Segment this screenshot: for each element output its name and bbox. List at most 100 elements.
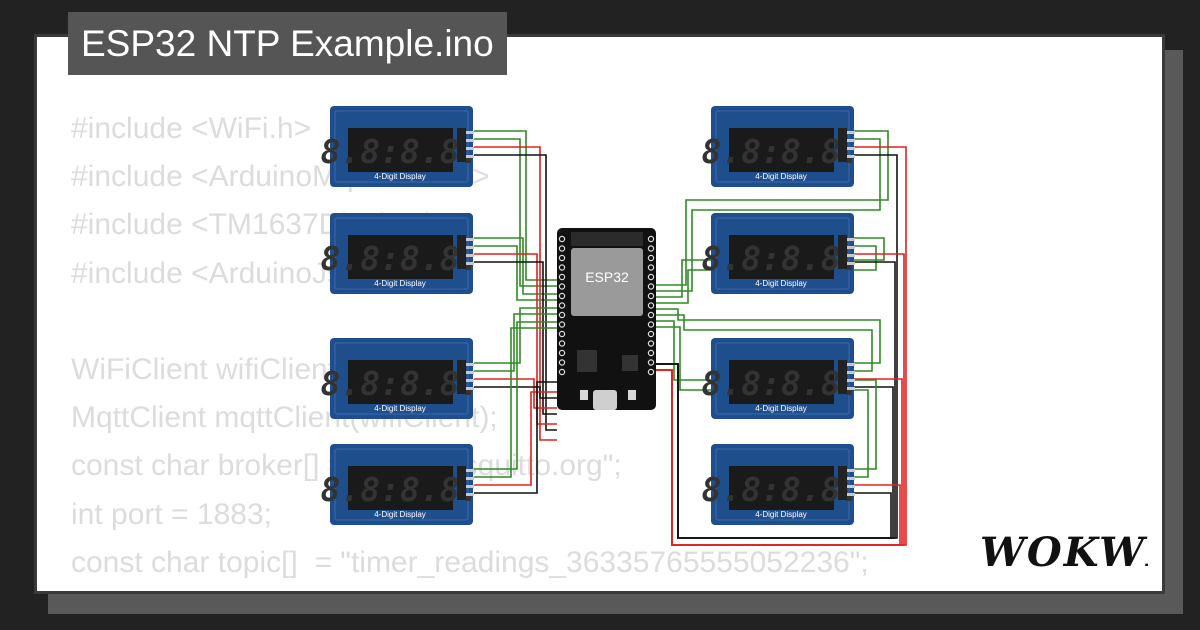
esp32-pin	[558, 273, 566, 281]
display-digits: 8.8:8.8.	[702, 364, 861, 403]
esp32-pin	[558, 235, 566, 243]
display-header	[457, 128, 466, 162]
display-pin	[466, 493, 474, 496]
display-outline	[334, 110, 469, 183]
display-header	[457, 235, 466, 269]
esp32-pin	[647, 368, 655, 376]
display-pin	[847, 147, 855, 150]
display-face	[729, 128, 834, 172]
display-label: 4-Digit Display	[755, 404, 807, 413]
display-face	[729, 466, 834, 510]
wire	[474, 327, 560, 478]
display-pin	[466, 485, 474, 488]
display-pin	[847, 371, 855, 374]
display-pin	[466, 238, 474, 241]
wire	[474, 261, 557, 415]
esp32-pin	[558, 245, 566, 252]
display-digits: 8.8:8.8.	[321, 470, 480, 509]
esp32-pin	[647, 245, 655, 252]
code-line: #include <WiFi.h>	[71, 112, 312, 145]
display-pin	[847, 246, 855, 249]
logo-text: WOKWI	[980, 529, 1148, 576]
display-pin	[847, 379, 855, 382]
display-digits: 8.8:8.8.	[702, 239, 861, 278]
wire	[474, 253, 557, 425]
esp32-regulator	[577, 350, 597, 372]
esp32-pin	[647, 340, 655, 347]
display-pin	[847, 155, 855, 158]
esp32-pin	[558, 311, 566, 319]
wire	[653, 138, 881, 292]
display-pin	[847, 469, 855, 472]
usb-port	[593, 390, 617, 410]
display-digits: 8.8:8.8.	[702, 470, 861, 509]
reset-button[interactable]	[628, 390, 636, 400]
tm1637-display[interactable]: 8.8:8.8.4-Digit Display	[702, 106, 861, 187]
display-pin	[466, 155, 474, 158]
esp32-pin	[558, 264, 566, 271]
wire	[653, 130, 889, 286]
tm1637-display[interactable]: 8.8:8.8.4-Digit Display	[321, 106, 480, 187]
esp32-board[interactable]: ESP32	[557, 228, 656, 410]
wire	[474, 237, 560, 295]
esp32-pin	[558, 321, 566, 328]
display-digits: 8.8:8.8.	[321, 239, 480, 278]
wire	[474, 307, 560, 364]
display-pin	[847, 493, 855, 496]
display-label: 4-Digit Display	[755, 510, 807, 519]
display-pin	[847, 485, 855, 488]
display-pin	[847, 363, 855, 366]
wire	[474, 391, 557, 486]
display-pin	[466, 262, 474, 265]
display-label: 4-Digit Display	[374, 404, 426, 413]
esp32-antenna	[571, 232, 643, 246]
display-outline	[715, 342, 850, 415]
wire	[474, 378, 557, 409]
code-line: int port = 1883;	[71, 497, 272, 531]
display-header	[838, 466, 847, 500]
esp32-pin	[558, 302, 566, 309]
display-pin	[466, 477, 474, 480]
wokwi-logo: WOKWI	[980, 529, 1148, 576]
display-digits: 8.8:8.8.	[321, 132, 480, 171]
display-outline	[334, 217, 469, 290]
esp32-pin	[647, 264, 655, 271]
wire	[653, 363, 892, 539]
display-pin	[847, 262, 855, 265]
display-pin	[847, 139, 855, 142]
esp32-chip	[622, 355, 638, 371]
wire	[474, 381, 557, 494]
display-label: 4-Digit Display	[374, 172, 426, 181]
tm1637-display[interactable]: 8.8:8.8.4-Digit Display	[321, 338, 480, 419]
project-title[interactable]: ESP32 NTP Example.ino	[68, 12, 507, 75]
wire	[474, 154, 557, 431]
code-line: const char topic[] = "timer_readings_363…	[71, 545, 869, 579]
esp32-pin	[647, 311, 655, 319]
tm1637-display[interactable]: 8.8:8.8.4-Digit Display	[321, 213, 480, 294]
display-face	[729, 360, 834, 404]
display-face	[729, 235, 834, 279]
esp32-module	[571, 248, 643, 316]
tm1637-display[interactable]: 8.8:8.8.4-Digit Display	[702, 338, 861, 419]
display-pin	[466, 147, 474, 150]
display-pin	[466, 246, 474, 249]
display-pin	[466, 371, 474, 374]
display-pin	[466, 254, 474, 257]
boot-button[interactable]	[580, 390, 588, 400]
display-label: 4-Digit Display	[755, 172, 807, 181]
display-pin	[847, 477, 855, 480]
display-pin	[466, 379, 474, 382]
display-pin	[466, 387, 474, 390]
display-digits: 8.8:8.8.	[321, 364, 480, 403]
display-outline	[715, 217, 850, 290]
display-outline	[715, 448, 850, 521]
esp32-pin	[558, 340, 566, 347]
esp32-pin	[647, 330, 655, 338]
esp32-pin	[558, 254, 566, 262]
esp32-label: ESP32	[585, 269, 629, 285]
display-header	[457, 466, 466, 500]
display-pin	[847, 254, 855, 257]
tm1637-display[interactable]: 8.8:8.8.4-Digit Display	[702, 213, 861, 294]
tm1637-display[interactable]: 8.8:8.8.4-Digit Display	[702, 444, 861, 525]
tm1637-display[interactable]: 8.8:8.8.4-Digit Display	[321, 444, 480, 525]
